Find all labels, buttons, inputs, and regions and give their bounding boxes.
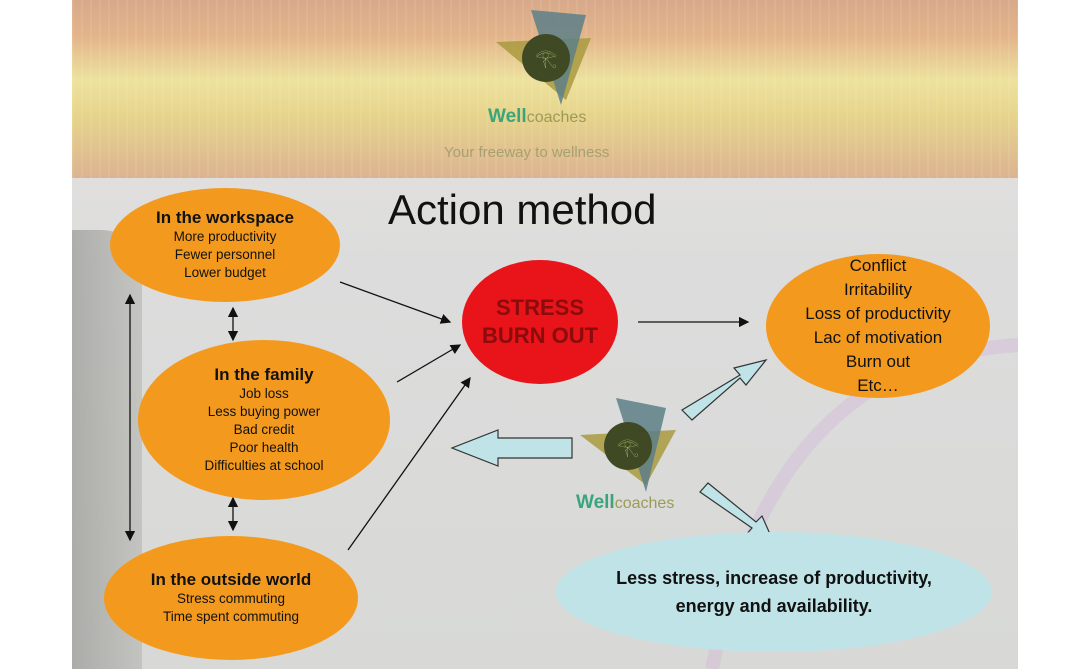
middle-brand: Wellcoaches [576, 492, 674, 514]
family-title: In the family [214, 365, 314, 384]
outcome-line: Less stress, increase of productivity, [616, 568, 932, 588]
stress-label: STRESS [495, 295, 585, 320]
effect-item: Lac of motivation [813, 328, 943, 347]
family-item: Job loss [239, 386, 289, 401]
tagline: Your freeway to wellness [444, 144, 610, 161]
workspace-item: More productivity [173, 229, 277, 244]
wellcoaches-logo-middle: 𓂀 [580, 398, 676, 492]
effects-ellipse: Conflict Irritability Loss of productivi… [766, 254, 990, 398]
wellcoaches-logo-top: 𓂀 [496, 10, 591, 105]
svg-text:𓂀: 𓂀 [535, 48, 557, 68]
arrow-family-stress [396, 344, 462, 383]
family-ellipse: In the family Job loss Less buying power… [138, 340, 390, 500]
effect-item: Burn out [845, 352, 911, 371]
burnout-label: BURN OUT [481, 323, 599, 348]
effect-item: Conflict [849, 256, 907, 275]
svg-text:𓂀: 𓂀 [617, 437, 639, 457]
outside-item: Time spent commuting [162, 609, 300, 624]
outside-title: In the outside world [150, 570, 312, 589]
brand-well: Well [576, 492, 615, 513]
header-brand: Wellcoaches [488, 106, 586, 128]
workspace-ellipse: In the workspace More productivity Fewer… [110, 188, 340, 302]
stress-burnout-circle: STRESS BURN OUT [462, 260, 618, 384]
effect-item: Etc… [857, 376, 899, 395]
outcome-ellipse: Less stress, increase of productivity, e… [556, 532, 992, 652]
brand-coaches: coaches [614, 495, 675, 512]
page-title: Action method [388, 186, 657, 233]
family-item: Bad credit [233, 422, 295, 437]
slide: 𓂀 𓂀 Wellcoaches Your freeway to wellness… [72, 0, 1018, 669]
brand-coaches: coaches [526, 109, 587, 126]
block-arrow-left [450, 429, 573, 467]
workspace-item: Fewer personnel [174, 247, 276, 262]
outside-ellipse: In the outside world Stress commuting Ti… [104, 536, 358, 660]
family-item: Poor health [229, 440, 299, 455]
effect-item: Loss of productivity [805, 304, 951, 323]
family-item: Less buying power [207, 404, 321, 419]
block-arrow-down-right [699, 482, 776, 544]
arrow-workspace-stress [339, 281, 452, 324]
workspace-title: In the workspace [156, 208, 294, 227]
block-arrow-up-right [681, 358, 768, 421]
outside-item: Stress commuting [176, 591, 286, 606]
effect-item: Irritability [843, 280, 912, 299]
workspace-item: Lower budget [184, 265, 266, 280]
family-item: Difficulties at school [204, 458, 324, 473]
outcome-line: energy and availability. [675, 596, 873, 616]
arrow-outside-stress [347, 376, 471, 551]
brand-well: Well [488, 106, 527, 127]
